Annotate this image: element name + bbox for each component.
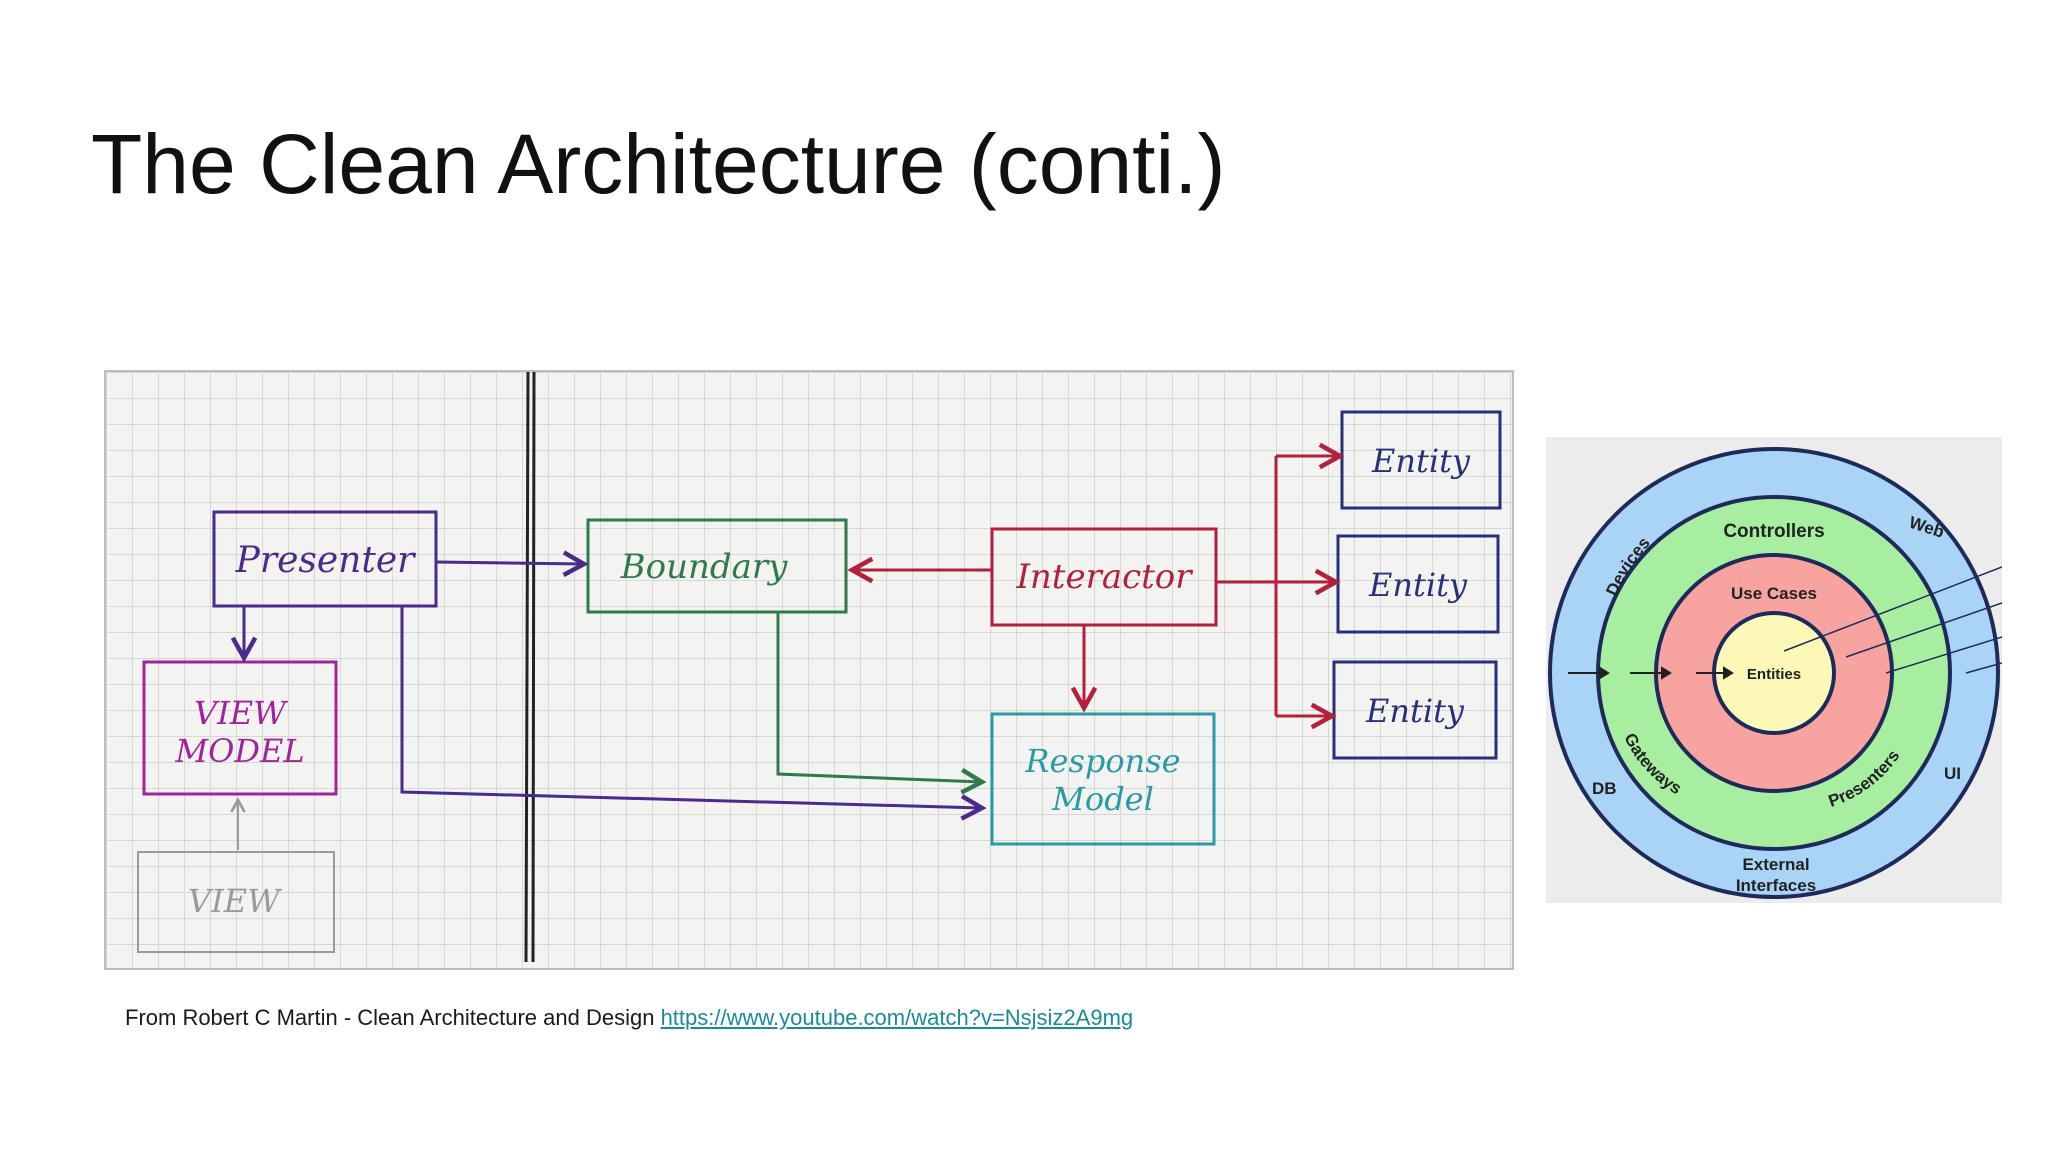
interactor-box: Interactor	[990, 527, 1218, 627]
boundary-to-response-model-arrow	[776, 612, 982, 782]
ui-label: UI	[1944, 764, 1961, 783]
interactor-label: Interactor	[1015, 557, 1193, 597]
entity-box-2: Entity	[1336, 534, 1500, 634]
slide-title: The Clean Architecture (conti.)	[91, 117, 1226, 211]
external-interfaces-label-1: External	[1742, 855, 1809, 874]
entity-label-1: Entity	[1371, 442, 1471, 480]
source-link[interactable]: https://www.youtube.com/watch?v=Nsjsiz2A…	[660, 1005, 1134, 1030]
entity-box-1: Entity	[1340, 410, 1502, 510]
view-model-label-1: VIEW	[194, 694, 289, 732]
view-label: VIEW	[188, 882, 283, 920]
response-model-label-1: Response	[1024, 742, 1180, 780]
boundary-box: Boundary	[586, 518, 848, 614]
presenter-to-boundary-arrow	[435, 562, 584, 564]
db-label: DB	[1592, 779, 1617, 798]
response-model-label-2: Model	[1051, 780, 1154, 818]
external-interfaces-label-2: Interfaces	[1736, 876, 1816, 895]
entity-label-2: Entity	[1368, 566, 1468, 604]
presenter-box: Presenter	[212, 510, 438, 608]
source-caption: From Robert C Martin - Clean Architectur…	[125, 1005, 1133, 1031]
boundary-label: Boundary	[620, 547, 789, 587]
architecture-sketch: Presenter VIEW MODEL VIEW Boundary Inter…	[104, 370, 1514, 970]
crossing-lines	[1783, 566, 2002, 674]
response-model-box: Response Model	[990, 712, 1216, 846]
view-model-box: VIEW MODEL	[142, 660, 338, 796]
use-cases-label: Use Cases	[1731, 584, 1817, 603]
caption-text: From Robert C Martin - Clean Architectur…	[125, 1005, 655, 1030]
controllers-label: Controllers	[1723, 521, 1824, 542]
view-model-label-2: MODEL	[174, 732, 304, 770]
clean-architecture-onion: Devices Web DB UI External Interfaces Co…	[1546, 437, 2002, 903]
boundary-divider	[524, 372, 536, 963]
entity-box-3: Entity	[1332, 660, 1498, 760]
dependency-arrows	[1568, 666, 1734, 680]
entity-label-3: Entity	[1365, 692, 1465, 730]
presenter-label: Presenter	[235, 540, 416, 581]
entities-label: Entities	[1747, 666, 1801, 683]
view-box: VIEW	[137, 851, 335, 953]
presenter-to-response-model-arrow	[400, 606, 982, 808]
